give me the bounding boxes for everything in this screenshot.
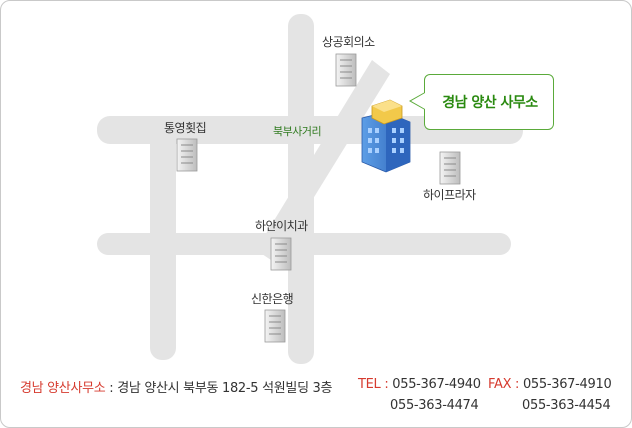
footer-fax: FAX : 055-367-4910 <box>488 377 612 392</box>
building-shinhan <box>264 309 286 343</box>
label-intersection: 북부사거리 <box>273 125 322 138</box>
office-separator: : <box>105 381 118 396</box>
road-vertical-left <box>150 128 176 360</box>
callout-label: 경남 양산 사무소 <box>442 95 538 111</box>
label-hayan: 하얀이치과 <box>255 219 308 233</box>
tel-number-2: 055-363-4474 <box>390 398 479 413</box>
label-hyplaza: 하이프라자 <box>423 188 476 202</box>
label-shinhan: 신한은행 <box>251 292 294 306</box>
building-hyplaza <box>439 151 461 185</box>
office-callout: 경남 양산 사무소 <box>424 74 554 130</box>
footer-address-line: 경남 양산사무소 : 경남 양산시 북부동 182-5 석원빌딩 3층 <box>20 377 333 396</box>
building-tongyeong <box>176 138 198 172</box>
building-hayan <box>270 237 292 271</box>
building-sanggong <box>335 53 357 87</box>
fax-label: FAX : <box>488 377 523 392</box>
tel-number-1: 055-367-4940 <box>392 377 481 392</box>
label-sanggong: 상공회의소 <box>322 35 375 49</box>
office-address: 경남 양산시 북부동 182-5 석원빌딩 3층 <box>117 381 333 396</box>
callout-tail-fill <box>411 93 425 109</box>
office-name: 경남 양산사무소 <box>20 381 106 396</box>
roads <box>97 14 523 364</box>
tel-label: TEL : <box>358 377 393 392</box>
label-tongyeong: 통영횟집 <box>164 121 207 135</box>
office-building <box>361 99 411 173</box>
road-diagonal <box>256 60 390 262</box>
fax-number-1: 055-367-4910 <box>522 377 612 392</box>
footer-tel: TEL : 055-367-4940 <box>358 377 481 392</box>
fax-number-2: 055-363-4454 <box>522 398 611 413</box>
